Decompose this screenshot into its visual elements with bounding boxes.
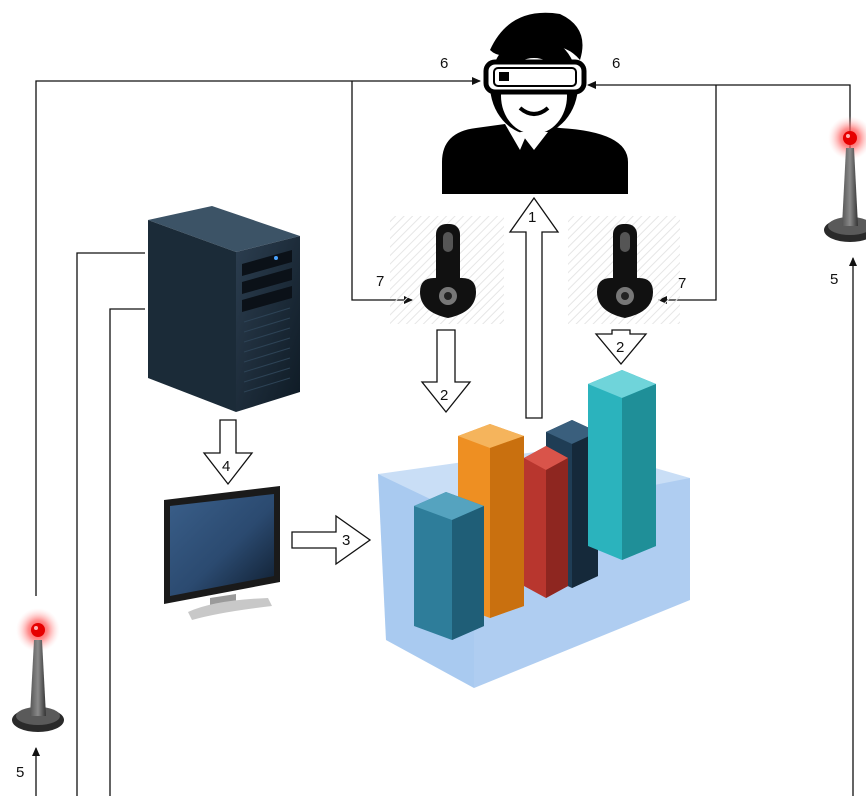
- controller-left: [390, 216, 504, 324]
- label-1: 1: [528, 209, 536, 226]
- arrow-up-1: [508, 196, 560, 419]
- line-server-to-left-base: [76, 252, 145, 796]
- line-server-to-right-base: [109, 308, 145, 796]
- label-5-right: 5: [830, 271, 838, 288]
- number-labels: 1 2 2 3 4 5 5 6 6 7 7: [16, 55, 838, 781]
- arrow-down-4: [202, 419, 254, 486]
- label-6-left: 6: [440, 55, 448, 72]
- label-2-left: 2: [440, 387, 448, 404]
- base-station-right: [824, 116, 866, 242]
- vr-headset-user-icon: [442, 12, 628, 194]
- block-arrows: [202, 196, 648, 566]
- label-6-right: 6: [612, 55, 620, 72]
- arrow-down-2-left: [420, 329, 472, 414]
- tracking-base-station-icon: [824, 116, 866, 242]
- label-5-left: 5: [16, 764, 24, 781]
- vr-controller-icon: [420, 224, 476, 318]
- controller-right: [568, 216, 680, 324]
- 3d-bar-chart-icon: [378, 370, 690, 688]
- arrow-down-2-right: [594, 329, 648, 366]
- line-left-base-to-headset: [35, 77, 481, 596]
- tracking-base-station-icon: [12, 608, 64, 732]
- label-3: 3: [342, 532, 350, 549]
- arrow-right-3: [291, 514, 372, 566]
- monitor-icon: [164, 486, 280, 620]
- label-2-right: 2: [616, 339, 624, 356]
- label-4: 4: [222, 458, 230, 475]
- base-station-left: [12, 608, 64, 732]
- label-7-left: 7: [376, 273, 384, 290]
- vr-controller-icon: [597, 224, 653, 318]
- tower-server-icon: [148, 206, 300, 412]
- label-7-right: 7: [678, 275, 686, 292]
